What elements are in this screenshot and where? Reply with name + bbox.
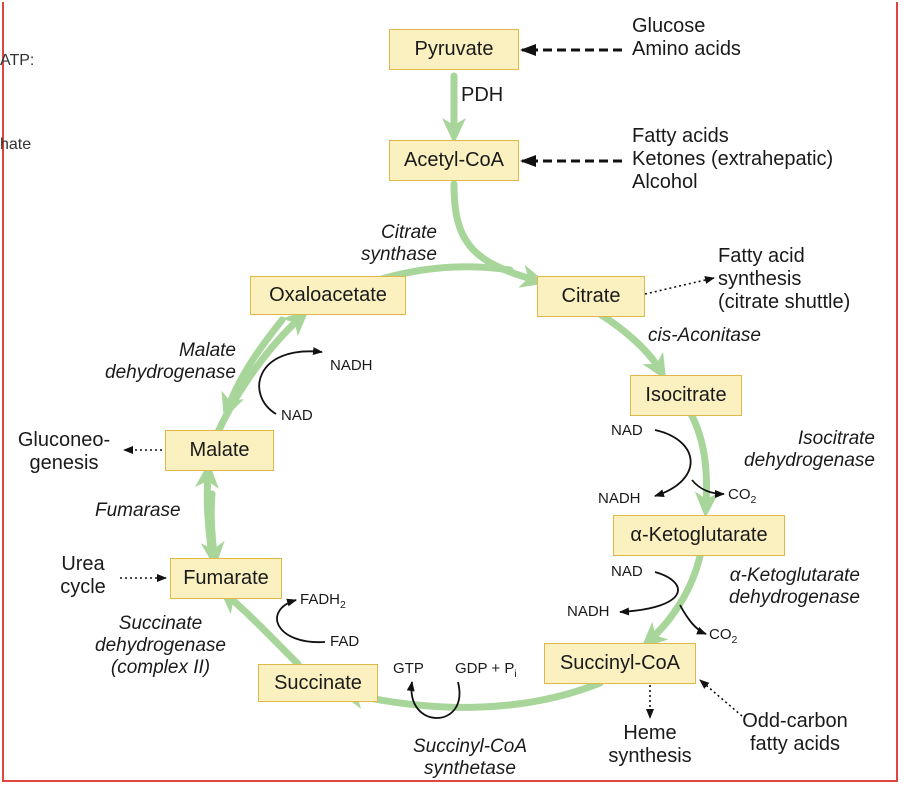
dotted-arrow-fatty-acid — [644, 276, 715, 295]
acetyl-coa-sources: Fatty acids Ketones (extrahepatic) Alcoh… — [632, 125, 833, 194]
fadh2-text: FADH — [300, 591, 341, 608]
succinate-box: Succinate — [258, 664, 378, 702]
cofactor-arrow-fad — [276, 598, 326, 643]
heme-line2: synthesis — [608, 745, 692, 767]
heme-synthesis: Heme synthesis — [595, 722, 705, 768]
cofactor-arrow-akg-co2 — [679, 604, 707, 635]
cofactor-arrow-akg-nad — [619, 571, 679, 616]
citrate-box: Citrate — [537, 276, 645, 317]
enzyme-malate-dh: Malate dehydrogenase — [68, 340, 236, 384]
heme-line1: Heme — [623, 722, 677, 744]
enzyme-succinate-dh-line3: (complex II) — [110, 656, 211, 678]
gluconeogenesis-line1: Gluconeo- — [17, 429, 111, 451]
akg-co2-text: CO — [709, 626, 732, 643]
odd-carbon-line2: fatty acids — [749, 733, 841, 755]
enzyme-isocitrate-dh-line1: Isocitrate — [797, 428, 875, 449]
cofactor-arrow-malate-nad — [258, 347, 323, 415]
fumarate-box: Fumarate — [170, 558, 282, 599]
fadh2: FADH2 — [300, 591, 346, 611]
enzyme-succinyl-coa-synthetase: Succinyl-CoA synthetase — [395, 736, 545, 780]
fragment-hate: hate — [0, 136, 32, 153]
enzyme-malate-dh-line1: Malate — [178, 340, 236, 361]
enzyme-succinate-dh-line2: dehydrogenase — [95, 634, 226, 656]
enzyme-fumarase: Fumarase — [95, 500, 181, 521]
gdp-pi: GDP + Pi — [455, 660, 517, 680]
enzyme-citrate-synthase-line1: Citrate — [381, 222, 437, 243]
arrow-isocitrate-akg — [686, 408, 719, 518]
fragment-atp: ATP: — [0, 52, 35, 69]
isocitrate-nadh: NADH — [598, 490, 641, 507]
akg-co2-sub: 2 — [731, 634, 738, 646]
arrow-oaa-malate — [221, 316, 286, 420]
isocitrate-box: Isocitrate — [630, 375, 742, 416]
pyruvate-box: Pyruvate — [389, 29, 519, 70]
akg-nadh: NADH — [567, 603, 610, 620]
arrow-citrate-isocitrate — [596, 310, 667, 381]
isocitrate-co2-sub: 2 — [750, 494, 757, 506]
isocitrate-co2: CO2 — [728, 486, 756, 506]
fatty-acid-line2: synthesis — [718, 268, 802, 290]
malate-nad: NAD — [281, 407, 313, 424]
succinyl-coa-box: Succinyl-CoA — [544, 643, 696, 684]
enzyme-akg-dh: α-Ketoglutarate dehydrogenase — [690, 565, 860, 609]
gdp-pi-text: GDP + P — [455, 660, 515, 677]
arrow-malate-oaa — [214, 309, 309, 436]
malate-box: Malate — [165, 430, 274, 471]
arrow-oaa-join — [374, 263, 514, 284]
akg-nad: NAD — [611, 563, 643, 580]
arrow-akg-succinylcoa — [641, 552, 704, 649]
source-ketones: Ketones (extrahepatic) — [632, 148, 834, 170]
fatty-acid-synthesis: Fatty acid synthesis (citrate shuttle) — [718, 245, 850, 314]
source-glucose: Glucose — [632, 15, 706, 37]
fatty-acid-line1: Fatty acid — [718, 245, 805, 267]
isocitrate-nad: NAD — [611, 422, 643, 439]
enzyme-akg-dh-line2: dehydrogenase — [729, 586, 860, 608]
oxaloacetate-box: Oxaloacetate — [250, 276, 406, 315]
source-amino-acids: Amino acids — [632, 38, 741, 60]
alpha-ketoglutarate-box: α-Ketoglutarate — [613, 515, 785, 556]
enzyme-succinyl-coa-synthetase-line2: synthetase — [424, 757, 516, 779]
cofactor-arrow-gtp — [406, 681, 461, 719]
enzyme-isocitrate-dh-line2: dehydrogenase — [744, 449, 875, 471]
acetyl-coa-box: Acetyl-CoA — [389, 140, 519, 181]
urea-line1: Urea — [61, 553, 105, 575]
enzyme-succinyl-coa-synthetase-line1: Succinyl-CoA — [412, 736, 528, 757]
enzyme-pdh: PDH — [461, 84, 504, 106]
gtp: GTP — [393, 660, 424, 677]
fatty-acid-line3: (citrate shuttle) — [718, 291, 851, 313]
gluconeogenesis-line2: genesis — [29, 452, 99, 474]
gdp-pi-sub: i — [514, 668, 517, 680]
fadh2-sub: 2 — [340, 599, 346, 611]
enzyme-isocitrate-dh: Isocitrate dehydrogenase — [700, 428, 875, 472]
urea-line2: cycle — [60, 576, 106, 598]
odd-carbon-line1: Odd-carbon — [742, 710, 848, 732]
arrow-succinylcoa-succinate — [338, 679, 604, 711]
enzyme-succinate-dh: Succinate dehydrogenase (complex II) — [78, 613, 243, 679]
enzyme-citrate-synthase-line2: synthase — [360, 243, 437, 265]
enzyme-citrate-synthase: Citrate synthase — [340, 222, 437, 266]
pyruvate-sources: Glucose Amino acids — [632, 15, 741, 61]
fad: FAD — [330, 633, 360, 650]
cofactor-arrow-isocitrate-nad — [654, 429, 692, 498]
arrow-acetylcoa-citrate — [450, 180, 547, 288]
odd-carbon-fatty-acids: Odd-carbon fatty acids — [720, 710, 870, 756]
arrow-succinate-fumarate — [218, 588, 302, 668]
malate-nadh: NADH — [330, 357, 373, 374]
akg-co2: CO2 — [709, 626, 737, 646]
arrow-malate-fumarate-back — [200, 490, 225, 568]
urea-cycle: Urea cycle — [48, 553, 118, 599]
enzyme-succinate-dh-line1: Succinate — [118, 613, 203, 634]
cofactor-arrow-isocitrate-co2 — [691, 479, 725, 498]
source-fatty-acids: Fatty acids — [632, 125, 729, 147]
enzyme-cis-aconitase: cis-Aconitase — [648, 325, 761, 346]
gluconeogenesis: Gluconeo- genesis — [6, 429, 122, 475]
enzyme-malate-dh-line2: dehydrogenase — [105, 361, 236, 383]
dotted-arrow-odd-carbon — [699, 679, 743, 717]
enzyme-akg-dh-line1: α-Ketoglutarate — [729, 565, 860, 586]
isocitrate-co2-text: CO — [728, 486, 751, 503]
source-alcohol: Alcohol — [632, 171, 698, 193]
